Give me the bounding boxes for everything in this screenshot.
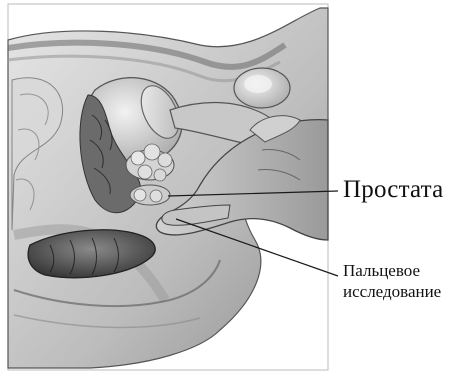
- prostate-label: Простата: [343, 176, 443, 204]
- digital-exam-label-line2: исследование: [343, 281, 441, 302]
- prostate-gland: [126, 144, 174, 205]
- digital-exam-label: Пальцевое исследование: [343, 260, 441, 302]
- digital-exam-label-line1: Пальцевое: [343, 260, 441, 281]
